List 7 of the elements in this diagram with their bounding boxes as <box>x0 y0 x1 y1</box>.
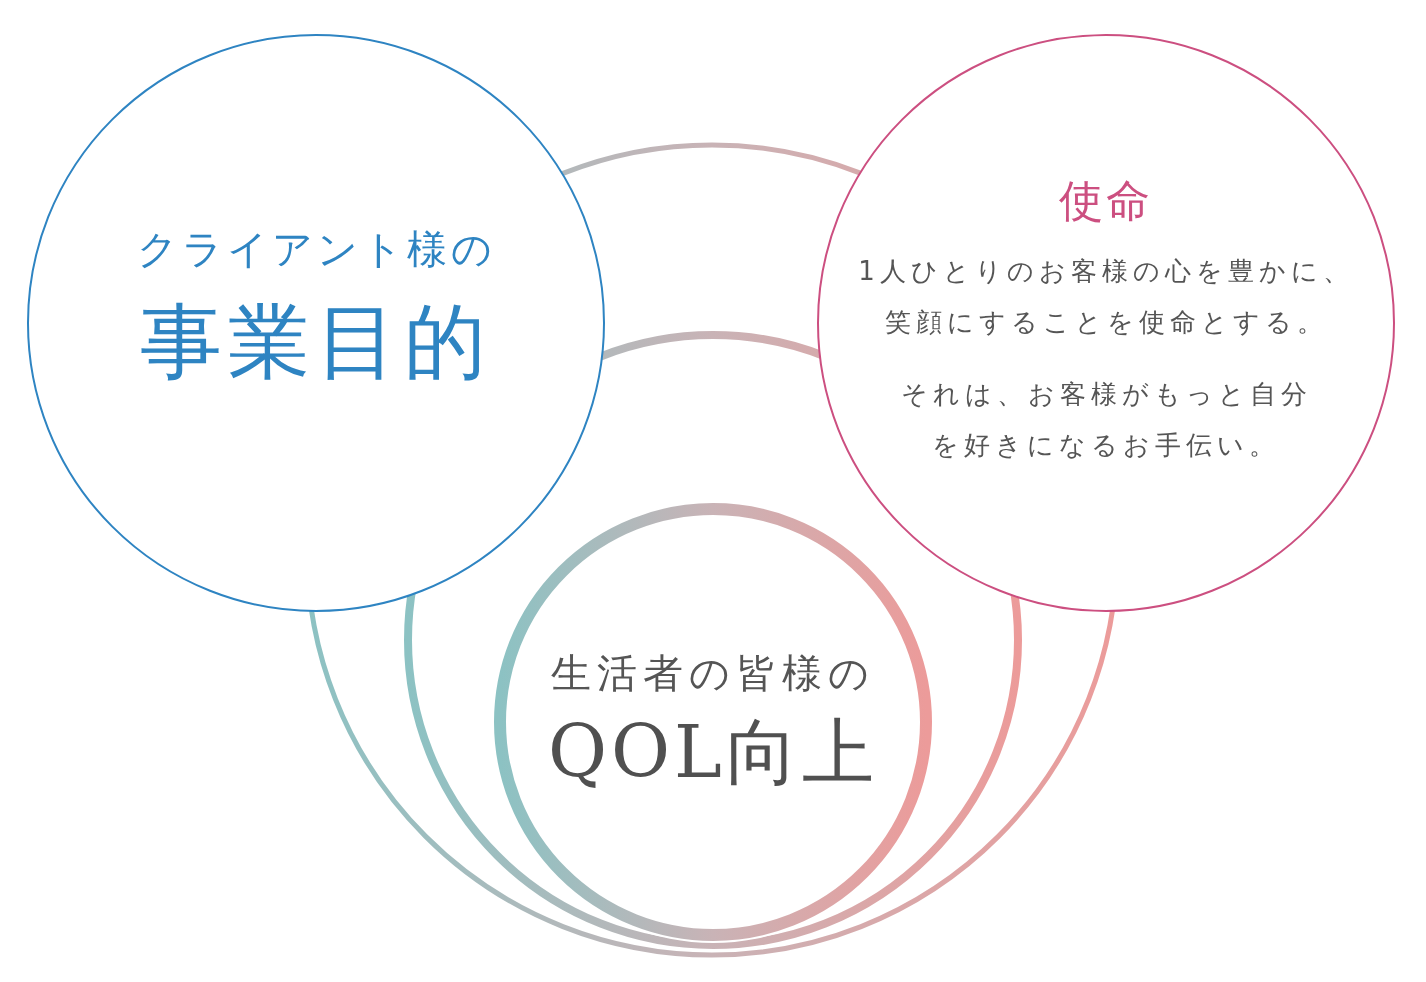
paragraph: それは、お客様がもっと自分を好きになるお手伝い。 <box>899 378 1313 463</box>
subheading: 生活者の皆様の <box>551 648 875 697</box>
subheading: クライアント様の <box>136 224 496 273</box>
paragraph: 1人ひとりのお客様の心を豊かに、笑顔にすることを使命とする。 <box>857 255 1355 339</box>
heading: QOL向上 <box>548 708 878 796</box>
heading: 使命 <box>1059 175 1153 228</box>
heading: 事業目的 <box>140 292 492 391</box>
